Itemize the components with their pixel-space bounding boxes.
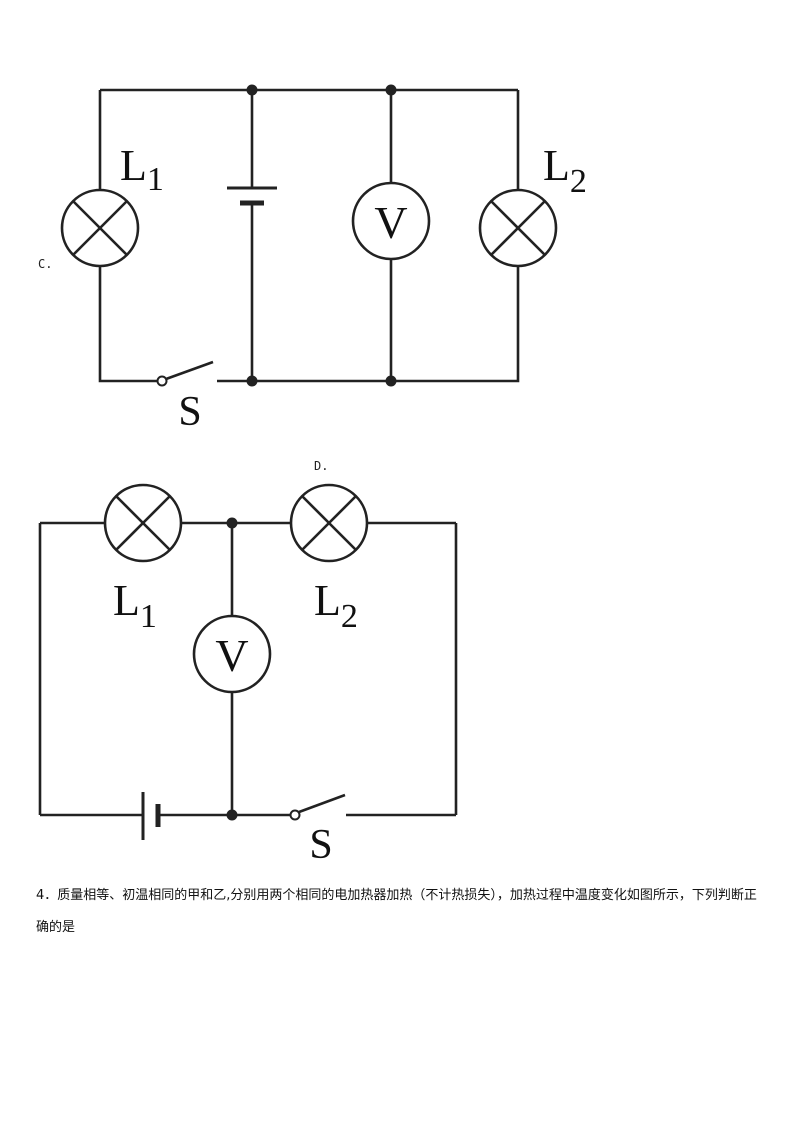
switch-icon (156, 360, 214, 387)
lamp-l2-icon (289, 483, 369, 563)
voltmeter-label: V (215, 630, 248, 681)
circuit-diagram-c: V L1 L2 S (60, 84, 587, 435)
wire-right-bottom (217, 267, 520, 383)
lamp-l2-icon (478, 188, 558, 268)
lamp-l2-label: L2 (314, 576, 358, 635)
option-c-label: C. (38, 257, 53, 271)
lamp-l1-icon (103, 483, 183, 563)
lamp-l1-label: L1 (120, 141, 164, 198)
junction-node (385, 84, 397, 96)
question-text: 4．质量相等、初温相同的甲和乙,分别用两个相同的电加热器加热（不计热损失），加热… (36, 888, 757, 935)
switch-label: S (178, 389, 201, 435)
switch-icon (289, 793, 346, 821)
lamp-l1-label: L1 (113, 576, 157, 635)
option-d-label: D. (314, 459, 329, 473)
lamp-l2-label: L2 (543, 141, 587, 200)
junction-node (246, 84, 258, 96)
junction-node (226, 809, 238, 821)
junction-node (246, 375, 258, 387)
voltmeter-icon: V (351, 181, 431, 261)
junction-node (385, 375, 397, 387)
lamp-l1-icon (60, 188, 140, 268)
switch-label: S (309, 822, 332, 868)
junction-node (226, 517, 238, 529)
circuit-diagram-d: V L1 L2 S (38, 483, 458, 868)
voltmeter-label: V (374, 197, 407, 248)
voltmeter-icon: V (192, 614, 272, 694)
wire-left-bottom (98, 267, 158, 383)
